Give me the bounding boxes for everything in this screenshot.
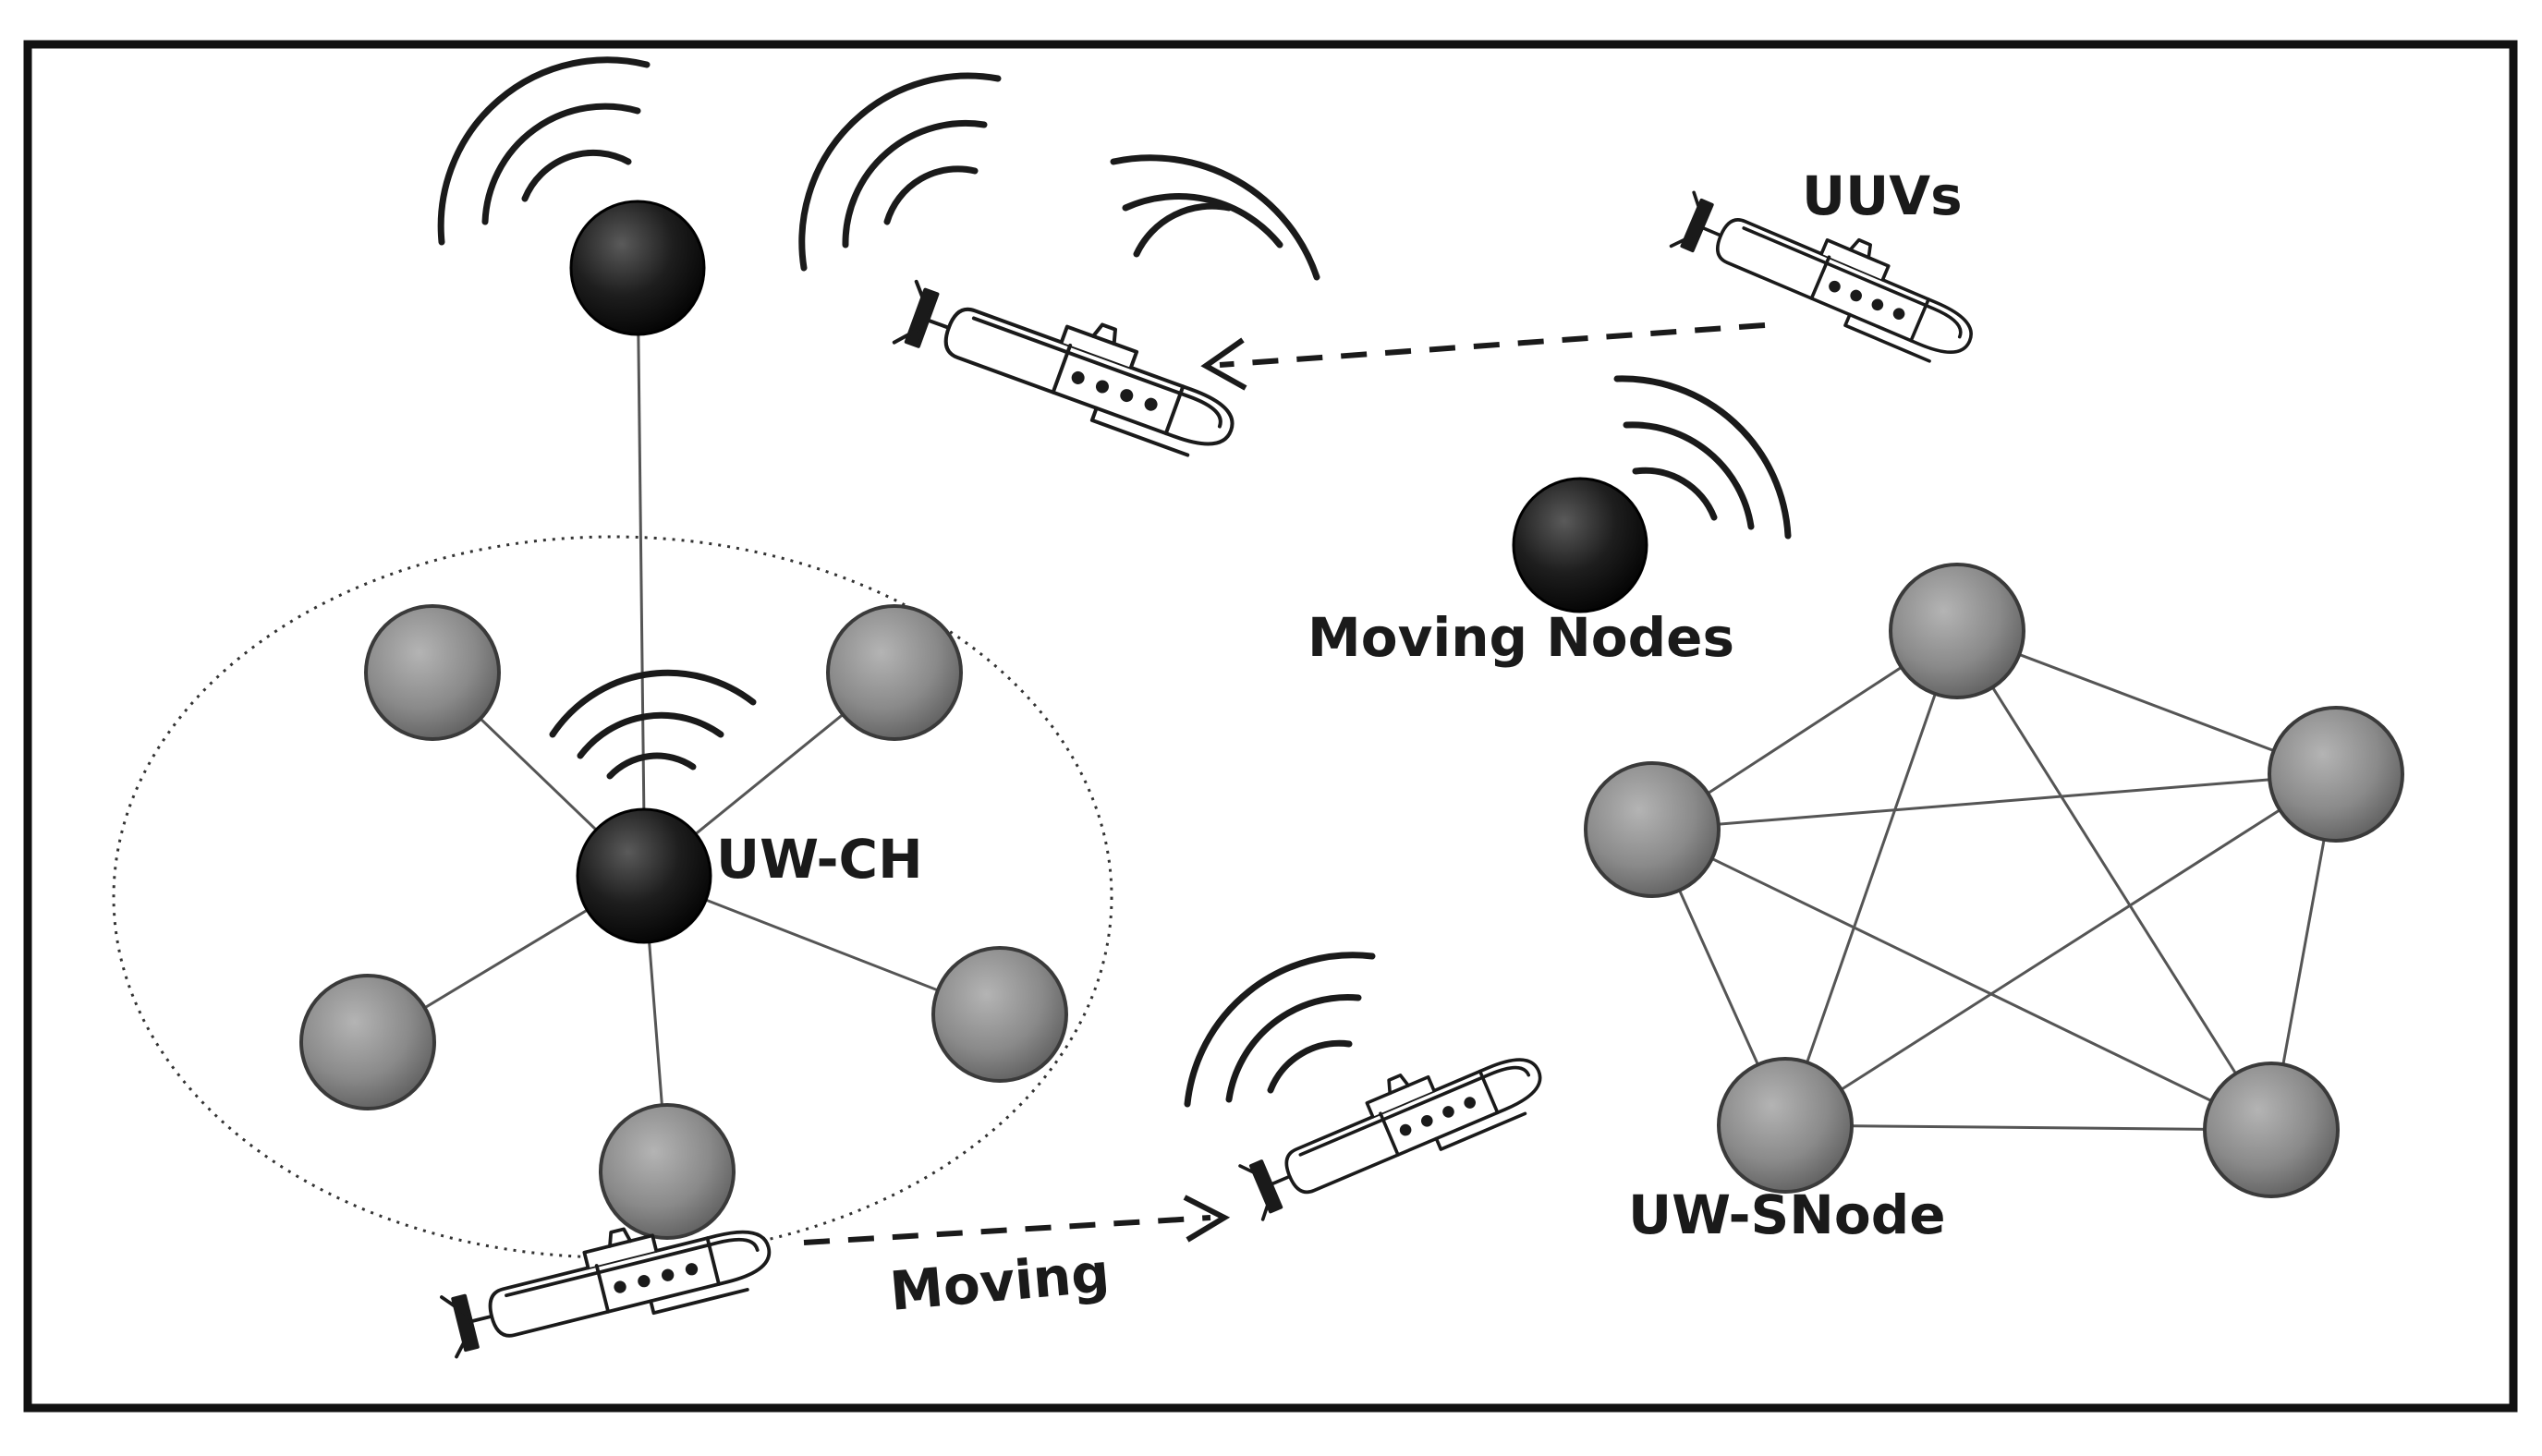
head-nodes	[569, 200, 1648, 944]
gray-sphere-icon	[599, 1103, 736, 1240]
gray-sphere-icon	[299, 974, 436, 1110]
gray-sphere-icon	[2268, 706, 2404, 843]
uplink-link	[636, 267, 646, 823]
acoustic-wave-icon	[549, 669, 757, 780]
gray-sphere-icon	[826, 604, 963, 741]
acoustic-wave-icon	[1110, 154, 1320, 281]
acoustic-wave-icon	[437, 56, 651, 246]
black-sphere-icon	[576, 807, 712, 944]
label-moving-nodes: Moving Nodes	[1307, 606, 1734, 669]
mesh-link	[1955, 630, 2273, 1131]
acoustic-wave-icon	[1184, 952, 1376, 1108]
gray-sphere-icon	[1584, 761, 1721, 898]
label-uw-ch: UW-CH	[716, 828, 923, 891]
gray-sphere-icon	[364, 604, 501, 741]
gray-sphere-icon	[2203, 1062, 2340, 1198]
acoustic-wave-icon	[1613, 375, 1792, 540]
dashed-arrow-icon	[803, 1195, 1231, 1245]
black-sphere-icon	[569, 200, 706, 336]
movement-arrows	[803, 322, 1766, 1245]
mesh-link	[1651, 772, 2337, 831]
label-uuvs: UUVs	[1802, 164, 1963, 227]
dashed-arrow-icon	[1200, 322, 1766, 391]
gray-sphere-icon	[1889, 563, 2025, 699]
mesh-link	[1783, 630, 1959, 1126]
black-sphere-icon	[1512, 477, 1648, 613]
sensor-nodes	[299, 563, 2404, 1240]
acoustic-signals	[437, 56, 1792, 1108]
cluster-boundary	[112, 535, 1113, 1259]
mesh-link	[1784, 772, 2337, 1127]
gray-sphere-icon	[1717, 1057, 1854, 1194]
mesh-link	[1651, 828, 2272, 1132]
acoustic-wave-icon	[798, 72, 1002, 272]
label-uw-snode: UW-SNode	[1628, 1183, 1946, 1246]
mesh-link	[1784, 1123, 2272, 1132]
gray-sphere-icon	[931, 946, 1068, 1083]
